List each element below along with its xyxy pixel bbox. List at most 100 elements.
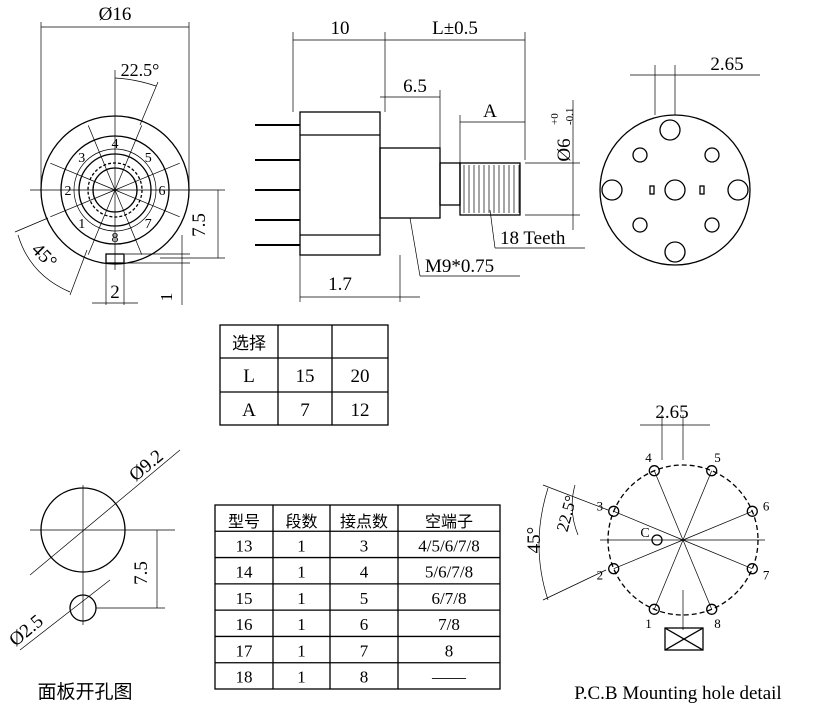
position-number: 6 <box>159 184 166 199</box>
mounting-hole <box>659 119 681 141</box>
mounting-hole <box>727 179 749 201</box>
table-cell: 1 <box>297 589 306 608</box>
spoke-line <box>114 189 180 218</box>
table-cell: 6 <box>360 615 369 634</box>
pcb-hole <box>648 465 660 477</box>
spoke-line <box>114 162 180 191</box>
mounting-hole <box>664 241 686 263</box>
dim-angle-22-5: 22.5° <box>121 60 160 80</box>
pcb-spoke <box>653 539 684 610</box>
slot <box>649 185 655 195</box>
label-thread: M9*0.75 <box>425 256 494 277</box>
position-number: 4 <box>112 137 119 152</box>
dim-7-5: 7.5 <box>131 561 152 585</box>
mounting-hole <box>704 217 720 233</box>
back-view: 2.65 <box>599 54 760 266</box>
pcb-spoke <box>682 539 713 610</box>
pcb-position-number: 6 <box>763 499 770 514</box>
table-header: 段数 <box>285 512 317 531</box>
table-cell: 18 <box>236 668 253 687</box>
select-cell: A <box>242 400 256 421</box>
table-cell: 1 <box>297 615 306 634</box>
mounting-hole <box>601 179 623 201</box>
table-cell: 7/8 <box>438 615 460 634</box>
caption-panel-cutout: 面板开孔图 <box>37 681 132 703</box>
dim-L: L±0.5 <box>432 18 478 39</box>
pcb-spoke <box>682 510 753 541</box>
table-cell: 1 <box>297 563 306 582</box>
table-header: 接点数 <box>340 512 388 531</box>
table-cell: 5 <box>360 589 369 608</box>
position-number: 8 <box>112 231 119 246</box>
table-cell: 6/7/8 <box>432 589 467 608</box>
pcb-hole <box>608 505 620 517</box>
dim-key-width-2: 2 <box>110 282 120 303</box>
dim-1-7: 1.7 <box>328 274 352 295</box>
table-cell: 5/6/7/8 <box>425 563 473 582</box>
caption-pcb: P.C.B Mounting hole detail <box>574 683 781 704</box>
pcb-spoke <box>682 470 713 541</box>
table-cell: 1 <box>297 668 306 687</box>
spoke-line <box>50 162 116 191</box>
tolerance-lower: -0.1 <box>564 108 576 125</box>
dim-pcb-22-5: 22.5° <box>553 493 581 533</box>
pcb-hole <box>706 465 718 477</box>
pcb-position-number: 7 <box>763 567 770 582</box>
pcb-position-number: 3 <box>597 499 604 514</box>
position-number: 3 <box>78 151 85 166</box>
dim-shaft-diameter: Ø6 <box>554 138 575 161</box>
pcb-spoke <box>613 510 684 541</box>
spoke-line <box>114 125 143 191</box>
pcb-hole <box>648 603 660 615</box>
table-cell: 7 <box>360 641 369 660</box>
table-cell: 1 <box>297 536 306 555</box>
table-header: 型号 <box>228 512 260 531</box>
side-view: 10 L±0.5 6.5 A Ø6 +0 -0.1 18 Teeth M9*0.… <box>255 18 585 302</box>
dim-angle-45: 45° <box>27 239 61 273</box>
table-cell: 8 <box>360 668 369 687</box>
tolerance-upper: +0 <box>549 113 561 125</box>
pcb-spoke <box>653 470 684 541</box>
position-number: 1 <box>78 217 85 232</box>
table-cell: 17 <box>236 641 254 660</box>
pcb-hole <box>746 563 758 575</box>
select-cell: 12 <box>351 400 370 421</box>
mounting-hole <box>632 217 648 233</box>
table-cell: 15 <box>236 589 253 608</box>
spoke-line <box>87 125 116 191</box>
pcb-hole <box>746 505 758 517</box>
label-common: C <box>640 526 649 541</box>
pcb-position-number: 5 <box>714 450 721 465</box>
table-cell: 14 <box>236 563 254 582</box>
position-number: 7 <box>145 217 152 232</box>
dim-A: A <box>483 101 497 122</box>
pcb-spoke <box>682 539 753 570</box>
table-cell: 3 <box>360 536 369 555</box>
table-header: 空端子 <box>425 512 473 531</box>
position-number: 5 <box>145 151 152 166</box>
select-cell: 20 <box>351 366 370 387</box>
select-header: 选择 <box>232 334 266 354</box>
select-cell: 7 <box>300 400 310 421</box>
dim-6-5: 6.5 <box>403 76 427 97</box>
table-cell: 4/5/6/7/8 <box>418 536 479 555</box>
spoke-line <box>114 189 143 255</box>
dim-key-height-1: 1 <box>157 293 176 302</box>
table-cell: 1 <box>297 641 306 660</box>
dim-pcb-45: 45° <box>524 527 545 554</box>
pcb-position-number: 8 <box>714 616 721 631</box>
pcb-hole <box>706 603 718 615</box>
table-cell: —— <box>431 668 467 687</box>
dim-2-65: 2.65 <box>710 54 743 75</box>
select-cell: L <box>243 366 255 387</box>
dim-10: 10 <box>331 18 350 39</box>
pcb-spoke <box>613 539 684 570</box>
position-number: 2 <box>65 184 72 199</box>
table-cell: 13 <box>236 536 253 555</box>
